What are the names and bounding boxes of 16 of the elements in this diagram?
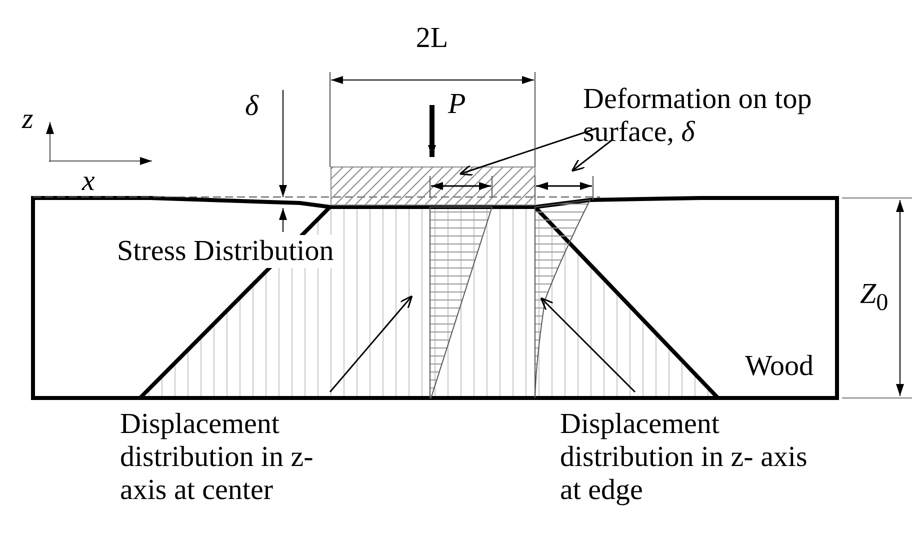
annotation-text: Displacement distribution in z- axis at center [120,408,360,507]
leader-line [459,127,598,176]
dimension-label: δ [245,90,258,123]
axis-label: x [82,165,95,198]
load-label: P [448,88,466,121]
annotation-text: Displacement distribution in z- axis at edge [560,408,830,507]
leader-line [571,139,612,172]
displacement-arrow [430,176,492,198]
dimension-label: 2L [416,22,448,55]
displacement-arrow [534,176,594,200]
dimension-label: Z$_{0}$ [860,278,888,318]
displacement-triangle [430,206,493,398]
material-label: Wood [745,350,814,383]
annotation-text: Deformation on top surface, δ [583,83,833,149]
axis-label: z [22,103,34,136]
displacement-curve-area [534,200,590,398]
